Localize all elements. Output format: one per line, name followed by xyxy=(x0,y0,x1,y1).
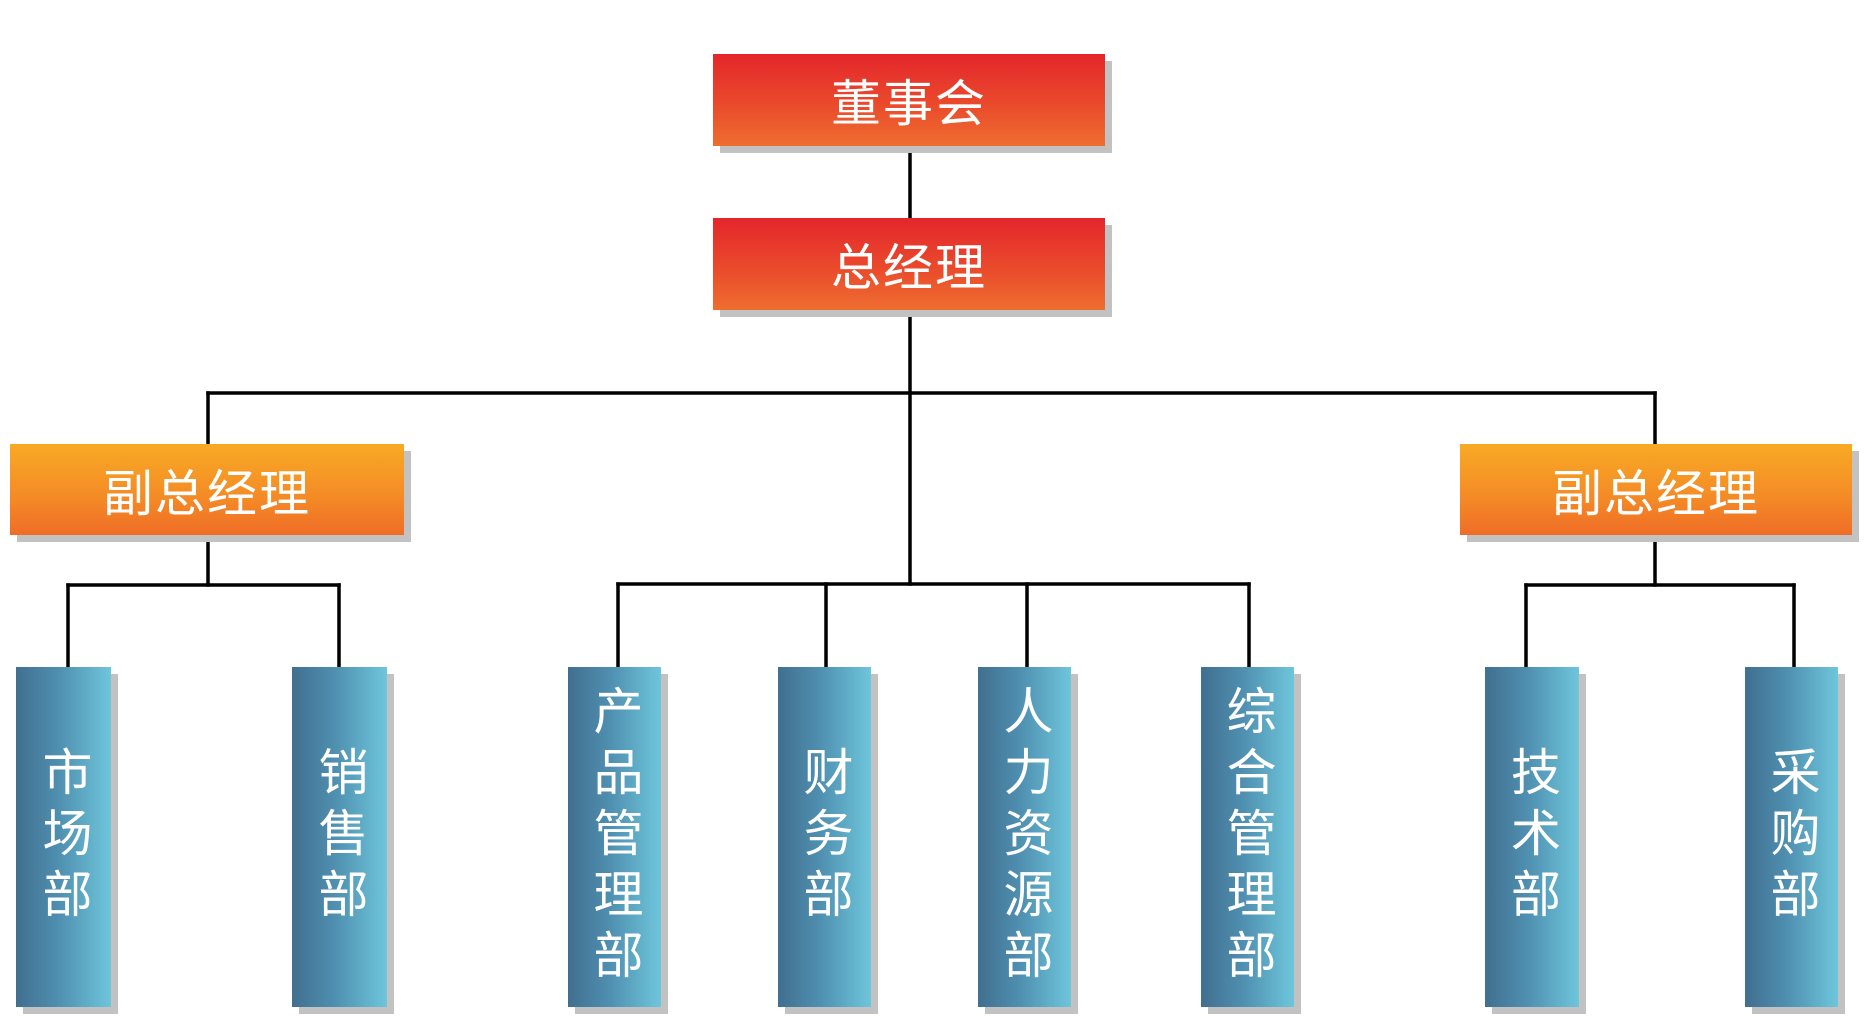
board-box: 董事会 xyxy=(713,54,1105,146)
department-box-finance: 财务部 xyxy=(778,667,871,1007)
department-box-sales: 销售部 xyxy=(292,667,387,1007)
vice-manager-right-box: 副总经理 xyxy=(1460,444,1852,535)
department-label: 技术部 xyxy=(1503,745,1561,929)
vice-manager-right-label: 副总经理 xyxy=(1552,464,1760,523)
department-box-product-management: 产品管理部 xyxy=(568,667,661,1007)
department-box-procurement: 采购部 xyxy=(1745,667,1838,1007)
general-manager-box: 总经理 xyxy=(713,218,1105,310)
department-label: 采购部 xyxy=(1762,745,1821,929)
department-label: 财务部 xyxy=(795,745,854,929)
department-box-general-management: 综合管理部 xyxy=(1201,667,1294,1007)
department-label: 市场部 xyxy=(34,745,93,929)
board-label: 董事会 xyxy=(831,75,987,133)
vice-manager-left-box: 副总经理 xyxy=(10,444,404,535)
department-label: 销售部 xyxy=(310,745,369,929)
department-label: 综合管理部 xyxy=(1218,684,1277,990)
general-manager-label: 总经理 xyxy=(831,239,987,297)
vice-manager-left-label: 副总经理 xyxy=(103,464,311,523)
department-label: 产品管理部 xyxy=(585,684,644,990)
department-box-human-resources: 人力资源部 xyxy=(978,667,1071,1007)
department-box-marketing: 市场部 xyxy=(16,667,111,1007)
department-label: 人力资源部 xyxy=(995,684,1054,990)
department-box-technology: 技术部 xyxy=(1485,667,1579,1007)
